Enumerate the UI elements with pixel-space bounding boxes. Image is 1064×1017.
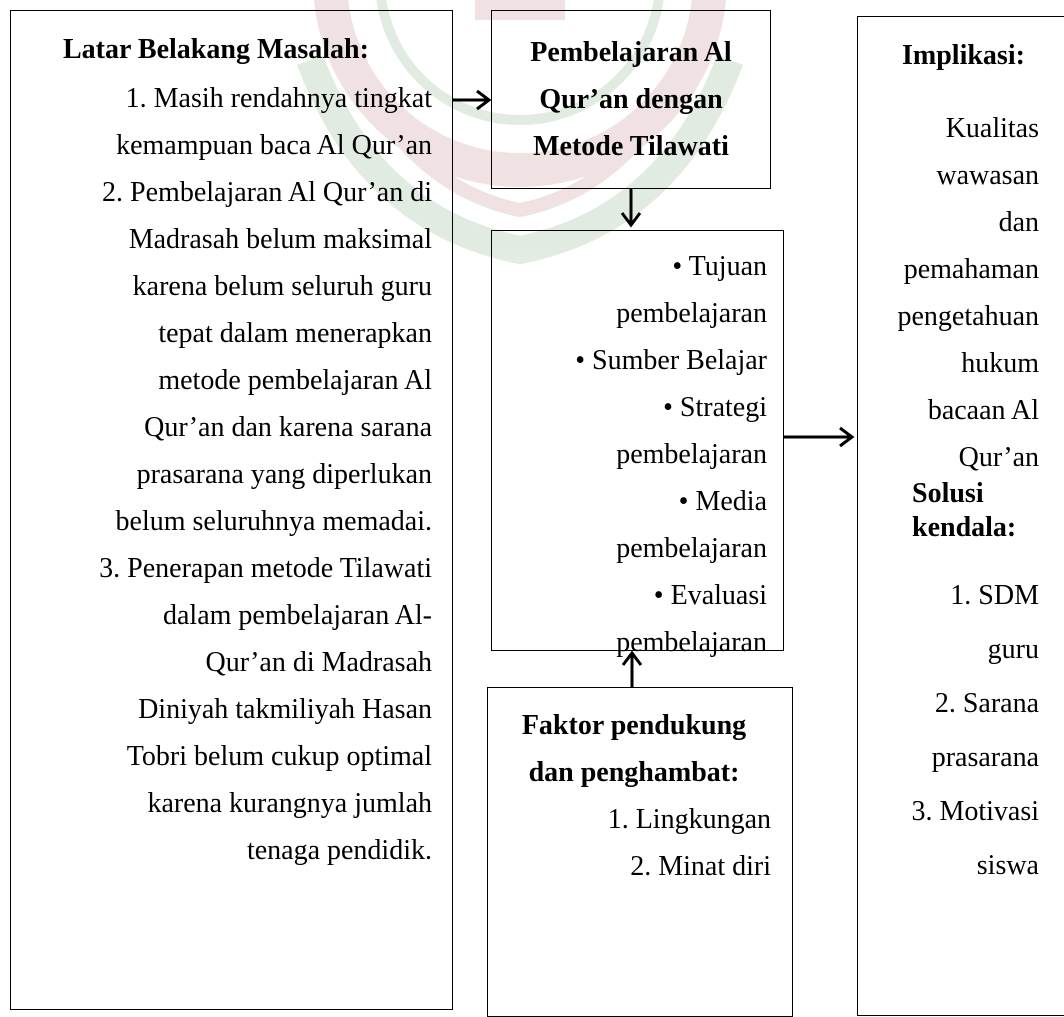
problem-line: dalam pembelajaran Al- <box>163 600 432 631</box>
implication-line: hukum <box>961 348 1039 379</box>
factors-title-line: Faktor pendukung <box>521 710 747 741</box>
solution-lines: 1. SDM guru 2. Sarana prasarana 3. Motiv… <box>849 569 1039 893</box>
component-line: pembelajaran <box>616 533 767 564</box>
solution-title-line: kendala: <box>912 512 1017 543</box>
problem-title: Latar Belakang Masalah: <box>63 34 369 65</box>
solution-line: 1. SDM <box>950 580 1039 611</box>
components-list: • Tujuan pembelajaran • Sumber Belajar •… <box>497 243 767 666</box>
factors-list: 1. Lingkungan 2. Minat diri <box>491 796 771 890</box>
solution-line: 2. Sarana <box>934 688 1039 719</box>
problem-line: 3. Penerapan metode Tilawati <box>99 553 432 584</box>
problem-line: 2. Pembelajaran Al Qur’an di <box>102 177 432 208</box>
arrow-components-to-implication <box>784 426 855 448</box>
solution-line: prasarana <box>931 742 1039 773</box>
implication-line: dan <box>998 207 1039 238</box>
learning-title-line: Pembelajaran Al <box>530 37 732 68</box>
learning-title-line: Metode Tilawati <box>533 131 729 162</box>
problem-line: Diniyah takmiliyah Hasan <box>138 694 432 725</box>
solution-line: guru <box>987 634 1039 665</box>
implication-line: Qur’an <box>958 442 1039 473</box>
factor-line: 1. Lingkungan <box>607 804 771 835</box>
arrow-learning-to-components <box>620 189 642 228</box>
factors-title-line: dan penghambat: <box>528 757 740 788</box>
implication-line: pemahaman <box>903 254 1039 285</box>
component-line: • Tujuan <box>672 251 767 282</box>
implication-lines: Kualitas wawasan dan pemahaman pengetahu… <box>849 105 1040 481</box>
solution-title: Solusi kendala: <box>912 477 1016 545</box>
implication-line: pengetahuan <box>897 301 1040 332</box>
component-line: pembelajaran <box>616 627 767 658</box>
problem-line: Madrasah belum maksimal <box>128 224 432 255</box>
factors-box: Faktor pendukung dan penghambat: 1. Ling… <box>487 687 793 1017</box>
problem-line: kemampuan baca Al Qur’an <box>116 130 432 161</box>
arrow-problem-to-learning <box>453 89 492 111</box>
learning-method-box: Pembelajaran Al Qur’an dengan Metode Til… <box>491 10 771 189</box>
implication-line: bacaan Al <box>927 395 1039 426</box>
problem-line: 1. Masih rendahnya tingkat <box>125 83 432 114</box>
problem-line: karena kurangnya jumlah <box>147 788 432 819</box>
component-line: • Evaluasi <box>653 580 767 611</box>
problem-line: metode pembelajaran Al <box>158 365 432 396</box>
arrow-factors-to-components <box>621 651 643 687</box>
solution-title-line: Solusi <box>912 478 984 509</box>
component-line: • Sumber Belajar <box>575 345 767 376</box>
problem-line: karena belum seluruh guru <box>132 271 432 302</box>
problem-line: prasarana yang diperlukan <box>136 459 432 490</box>
learning-title: Pembelajaran Al Qur’an dengan Metode Til… <box>492 29 770 170</box>
problem-line: tenaga pendidik. <box>246 835 432 866</box>
implication-line: Kualitas <box>945 113 1039 144</box>
component-line: pembelajaran <box>616 298 767 329</box>
problem-line: Tobri belum cukup optimal <box>126 741 432 772</box>
component-line: pembelajaran <box>616 439 767 470</box>
problem-line: Qur’an di Madrasah <box>205 647 432 678</box>
problem-line: Qur’an dan karena sarana <box>144 412 432 443</box>
solution-line: siswa <box>976 850 1039 881</box>
factors-title: Faktor pendukung dan penghambat: <box>488 702 780 796</box>
learning-title-line: Qur’an dengan <box>539 84 723 115</box>
component-line: • Media <box>678 486 767 517</box>
problem-lines: 1. Masih rendahnya tingkat kemampuan bac… <box>12 75 432 874</box>
learning-components-box: • Tujuan pembelajaran • Sumber Belajar •… <box>491 230 784 658</box>
implication-box: Implikasi: Kualitas wawasan dan pemahama… <box>857 16 1064 1016</box>
problem-line: belum seluruhnya memadai. <box>115 506 432 537</box>
implication-title: Implikasi: <box>902 40 1025 71</box>
implication-line: wawasan <box>936 160 1039 191</box>
problem-line: tepat dalam menerapkan <box>158 318 432 349</box>
factor-line: 2. Minat diri <box>630 851 771 882</box>
component-line: • Strategi <box>663 392 767 423</box>
solution-line: 3. Motivasi <box>911 796 1039 827</box>
problem-box: Latar Belakang Masalah: 1. Masih rendahn… <box>10 10 453 1010</box>
